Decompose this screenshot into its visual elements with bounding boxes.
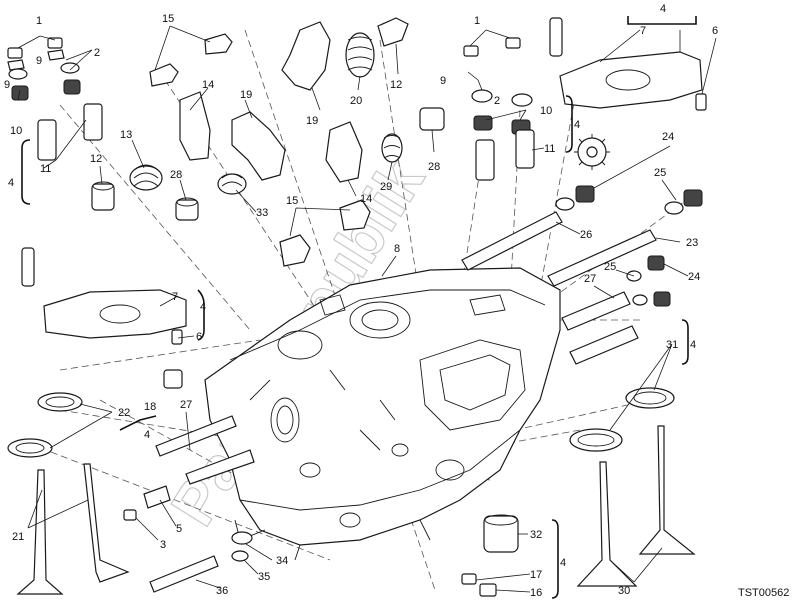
callout-6: 6 <box>196 331 202 343</box>
callout-6: 6 <box>712 25 718 37</box>
callout-28: 28 <box>428 161 440 173</box>
callout-21: 21 <box>12 531 24 543</box>
callout-8: 8 <box>394 243 400 255</box>
leader-lines <box>17 25 717 593</box>
valves <box>16 425 696 595</box>
callout-14: 14 <box>360 193 372 205</box>
callout-11: 11 <box>544 143 555 155</box>
callout-14: 14 <box>202 79 214 91</box>
callout-15: 15 <box>286 195 298 207</box>
lower-fasteners <box>123 485 519 597</box>
callout-18: 18 <box>144 401 156 413</box>
callout-26: 26 <box>580 229 592 241</box>
callout-19: 19 <box>240 89 252 101</box>
callout-7: 7 <box>640 25 646 37</box>
callout-24: 24 <box>688 271 700 283</box>
callout-32: 32 <box>530 529 542 541</box>
callout-4: 4 <box>560 557 566 569</box>
callout-23: 23 <box>686 237 698 249</box>
reference-code: TST00562 <box>738 587 789 599</box>
rocker-assembly-right <box>279 17 445 267</box>
callout-1: 1 <box>36 15 42 27</box>
callout-15: 15 <box>162 13 174 25</box>
callout-27: 27 <box>584 273 596 285</box>
callout-16: 16 <box>530 587 542 599</box>
callout-25: 25 <box>654 167 666 179</box>
callout-4: 4 <box>200 301 206 313</box>
callout-9: 9 <box>36 55 42 67</box>
callout-34: 34 <box>276 555 288 567</box>
callout-17: 17 <box>530 569 542 581</box>
callout-36: 36 <box>216 585 228 597</box>
callout-12: 12 <box>90 153 102 165</box>
callout-35: 35 <box>258 571 270 583</box>
callout-30: 30 <box>618 585 630 597</box>
callout-7: 7 <box>172 291 178 303</box>
callout-4: 4 <box>660 3 666 15</box>
callout-12: 12 <box>390 79 402 91</box>
callout-10: 10 <box>10 125 22 137</box>
callout-1: 1 <box>474 15 480 27</box>
shafts <box>155 211 657 485</box>
callout-labels: 1 9 2 9 10 11 4 15 14 19 13 12 28 33 19 … <box>4 3 718 599</box>
callout-9: 9 <box>4 79 10 91</box>
right-valve-stack <box>463 37 535 181</box>
callout-2: 2 <box>494 95 500 107</box>
cam-cap-left <box>21 247 187 345</box>
callout-27: 27 <box>180 399 192 411</box>
callout-22: 22 <box>118 407 130 419</box>
left-valve-stack <box>7 37 103 161</box>
seal-caps-right <box>555 185 703 307</box>
rocker-assembly-left <box>91 33 286 221</box>
cylinder-head <box>204 267 561 561</box>
callout-9: 9 <box>440 75 446 87</box>
callout-4: 4 <box>690 339 696 351</box>
callout-5: 5 <box>176 523 182 535</box>
callout-13: 13 <box>120 129 132 141</box>
callout-29: 29 <box>380 181 392 193</box>
callout-4: 4 <box>8 177 14 189</box>
callout-33: 33 <box>256 207 268 219</box>
callout-19: 19 <box>306 115 318 127</box>
callout-11: 11 <box>40 163 51 175</box>
callout-25: 25 <box>604 261 616 273</box>
callout-28: 28 <box>170 169 182 181</box>
callout-10: 10 <box>540 105 552 117</box>
braces <box>21 16 697 599</box>
callout-4: 4 <box>144 429 150 441</box>
callout-4: 4 <box>574 119 580 131</box>
callout-3: 3 <box>160 539 166 551</box>
gear-icon <box>574 134 610 170</box>
callout-24: 24 <box>662 131 674 143</box>
cam-cap-top-right <box>549 17 707 111</box>
callout-2: 2 <box>94 47 100 59</box>
callout-31: 31 <box>666 339 678 351</box>
valve-seats <box>7 387 675 458</box>
callout-20: 20 <box>350 95 362 107</box>
